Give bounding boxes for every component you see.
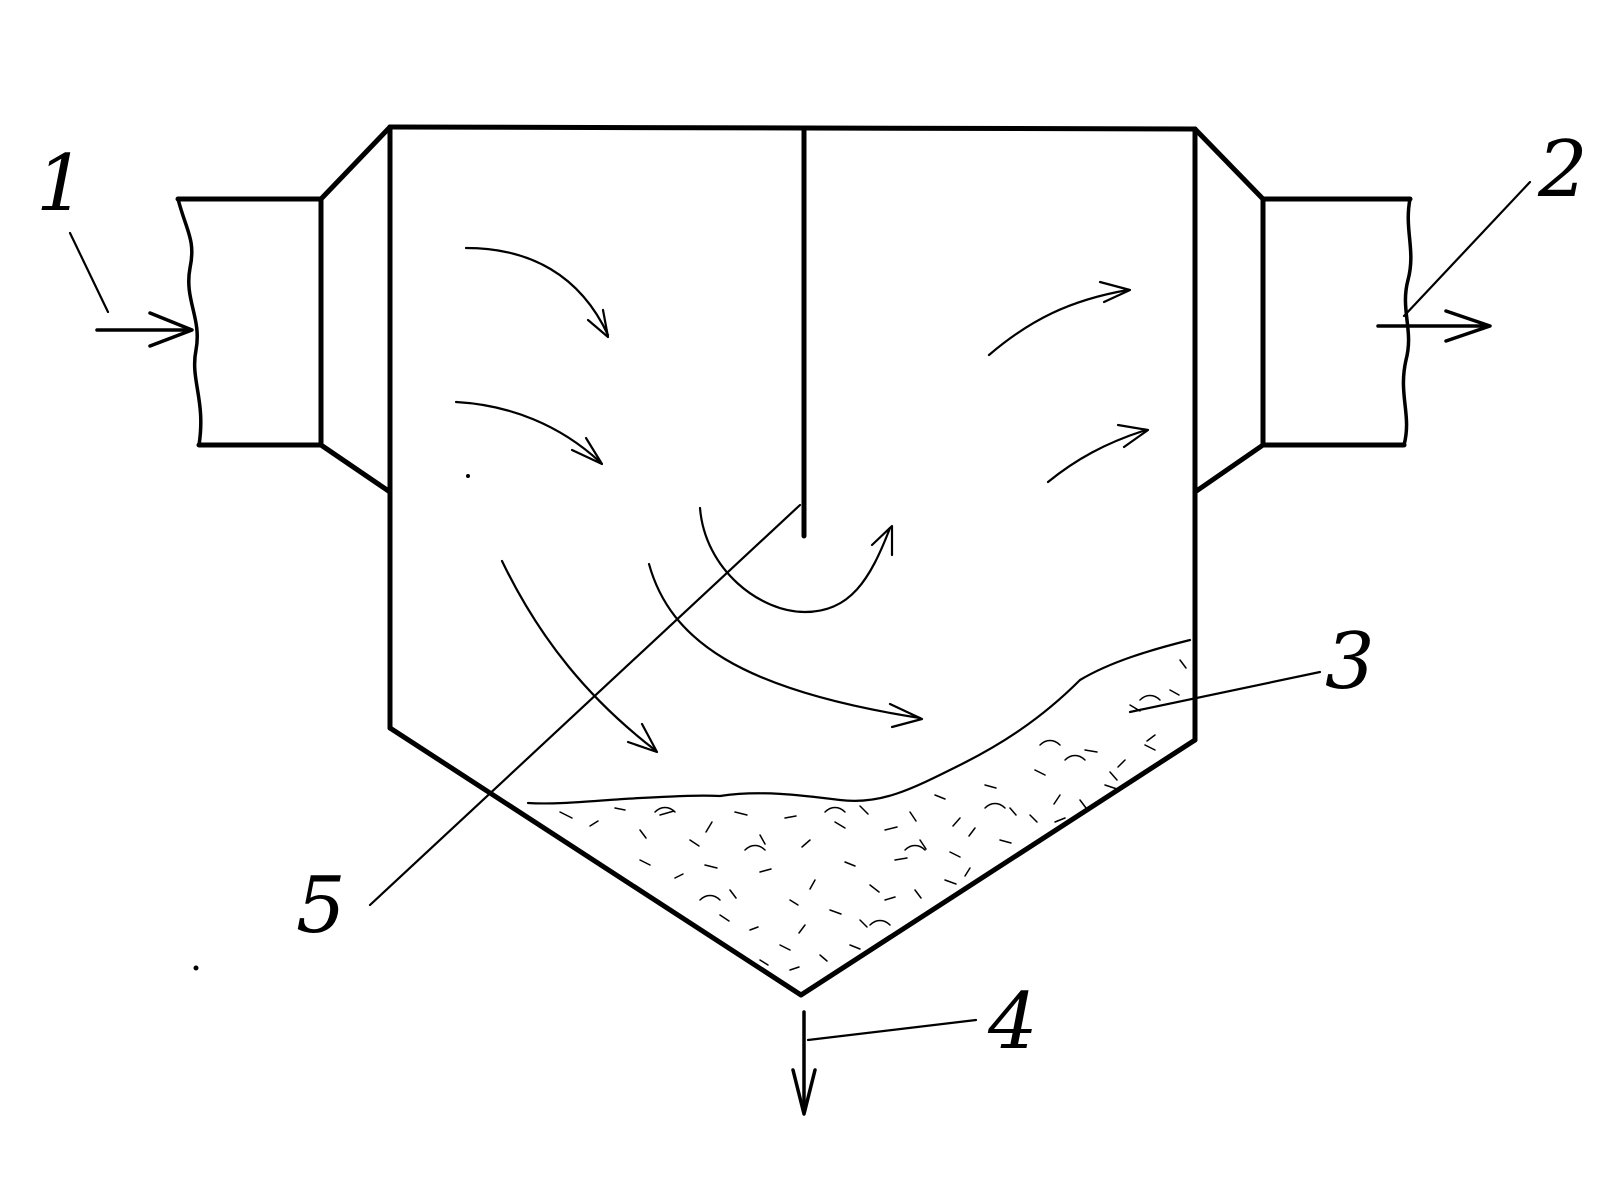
- interior-flow-arrows: [454, 246, 1150, 754]
- outlet-reducer: [1192, 126, 1266, 495]
- label-sediment: 3: [1325, 617, 1375, 707]
- inlet-reducer: [318, 124, 393, 495]
- flow-arrow-upper-right: [987, 280, 1132, 357]
- discharge-arrow: [791, 1010, 817, 1116]
- flow-arrow-middle-left: [454, 400, 604, 466]
- label-discharge: 4: [987, 977, 1038, 1067]
- sediment-layer: [526, 638, 1192, 971]
- outlet-flow-arrow: [1376, 309, 1492, 343]
- inlet-pipe: [175, 196, 324, 448]
- leader-lines: [68, 180, 1532, 1042]
- inlet-flow-arrow: [95, 311, 194, 348]
- outlet-pipe: [1260, 196, 1413, 448]
- flow-arrow-upturn: [698, 506, 894, 614]
- leader-line-4: [806, 1018, 978, 1042]
- flow-arrow-lower-right: [1046, 423, 1150, 484]
- leader-line-3: [1128, 670, 1322, 714]
- tank-body: [387, 124, 1198, 998]
- label-inlet: 1: [36, 139, 86, 229]
- leader-line-2: [1402, 180, 1532, 318]
- flow-arrow-lower-left: [500, 559, 659, 754]
- leader-line-5: [368, 503, 802, 907]
- leader-line-1: [68, 231, 110, 314]
- stray-dots: [193, 474, 470, 971]
- flow-arrow-upper-left: [464, 246, 610, 339]
- flow-arrow-center: [647, 562, 924, 729]
- label-baffle: 5: [296, 861, 346, 951]
- label-outlet: 2: [1537, 125, 1588, 215]
